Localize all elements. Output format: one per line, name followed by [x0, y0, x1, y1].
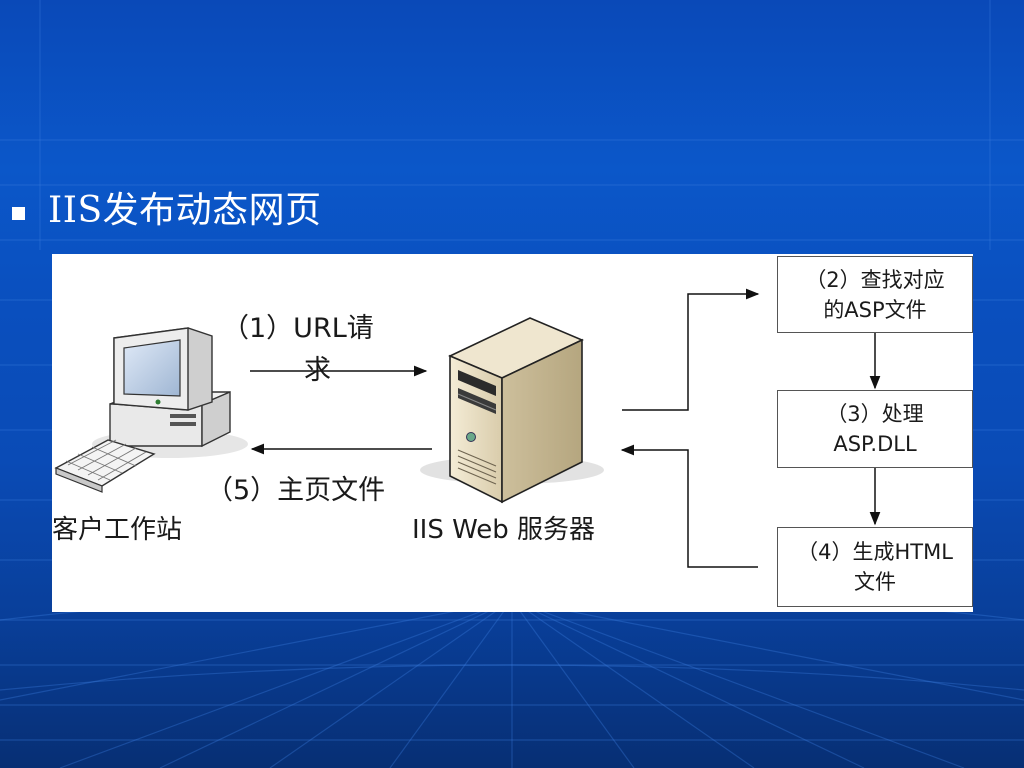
step-box-line: 文件	[854, 570, 896, 594]
computer-workstation-icon	[54, 327, 248, 493]
slide-title: IIS发布动态网页	[48, 190, 322, 231]
client-label: 客户工作站	[52, 515, 183, 545]
server-to-step2-connector	[622, 288, 760, 411]
step-box-process-dll: （3）处理 ASP.DLL	[777, 390, 973, 468]
diagram-canvas	[54, 288, 881, 568]
step4-to-server-connector	[620, 444, 758, 568]
request-label-line1: （1）URL请	[222, 313, 374, 344]
step-box-line: （2）查找对应	[805, 267, 945, 292]
server-label: IIS Web 服务器	[412, 515, 596, 545]
title-bullet	[12, 207, 25, 220]
step-box-line: 的ASP文件	[823, 297, 927, 322]
step-box-generate-html: （4）生成HTML 文件	[777, 527, 973, 607]
web-server-icon	[420, 317, 604, 504]
step-box-line: （4）生成HTML	[797, 540, 953, 564]
response-label: （5）主页文件	[206, 475, 386, 506]
step-box-line: （3）处理	[826, 402, 924, 426]
request-label-line2: 求	[304, 355, 331, 386]
step-box-find-asp: （2）查找对应 的ASP文件	[777, 256, 973, 333]
diagram-panel: （1）URL请 求 （5）主页文件 客户工作站 IIS Web 服务器 （2）查…	[52, 254, 973, 612]
step-box-line: ASP.DLL	[833, 432, 917, 456]
